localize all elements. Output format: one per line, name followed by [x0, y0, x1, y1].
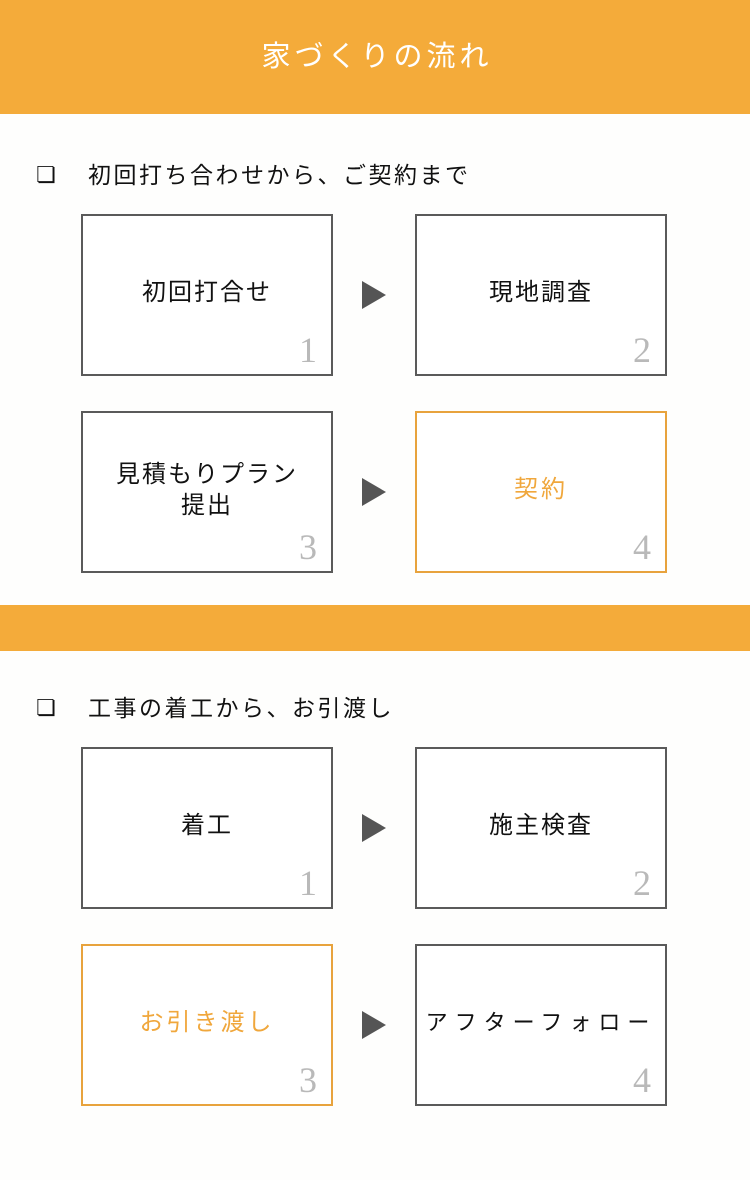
section-heading: ❏ 初回打ち合わせから、ご契約まで [0, 158, 750, 192]
flow-step-box-highlighted[interactable]: お引き渡し 3 [81, 944, 333, 1106]
flow-row: 初回打合せ 1 現地調査 2 [0, 214, 750, 376]
flow-step-label: お引き渡し [139, 1009, 275, 1037]
checkbox-icon: ❏ [36, 162, 56, 187]
flow-step-number: 1 [299, 329, 317, 370]
flow-step-label: 契約 [514, 476, 568, 504]
flow-step-number: 2 [633, 329, 651, 370]
section-heading: ❏ 工事の着工から、お引渡し [0, 691, 750, 725]
section-heading-label: 工事の着工から、お引渡し [88, 694, 394, 721]
flow-step-box-highlighted[interactable]: 契約 4 [415, 411, 667, 573]
flow-step-label: 現地調査 [489, 279, 593, 307]
flow-step-number: 3 [299, 1059, 317, 1100]
flow-row: 見積もりプラン 提出 3 契約 4 [0, 411, 750, 573]
flow-step-number: 3 [299, 526, 317, 567]
page-title: 家づくりの流れ [261, 40, 493, 73]
arrow-right-icon [333, 814, 415, 842]
flow-step-box[interactable]: 現地調査 2 [415, 214, 667, 376]
flow-step-box[interactable]: 着工 1 [81, 747, 333, 909]
flow-step-label: 見積もりプラン 提出 [116, 460, 298, 519]
arrow-right-icon [333, 1011, 415, 1039]
flow-row: 着工 1 施主検査 2 [0, 747, 750, 909]
flow-step-label: 初回打合せ [142, 279, 272, 307]
flow-step-label: 着工 [181, 812, 233, 840]
flow-row: お引き渡し 3 アフターフォロー 4 [0, 944, 750, 1106]
section-divider-band [0, 605, 750, 651]
arrow-right-icon [333, 478, 415, 506]
flow-step-label: 施主検査 [489, 812, 593, 840]
flow-step-box[interactable]: 見積もりプラン 提出 3 [81, 411, 333, 573]
flow-step-number: 2 [633, 862, 651, 903]
flow-step-box[interactable]: アフターフォロー 4 [415, 944, 667, 1106]
flow-step-number: 4 [633, 1059, 651, 1100]
flow-step-number: 4 [633, 526, 651, 567]
flow-step-box[interactable]: 初回打合せ 1 [81, 214, 333, 376]
flow-step-label: アフターフォロー [425, 1009, 657, 1035]
arrow-right-icon [333, 281, 415, 309]
section-heading-label: 初回打ち合わせから、ご契約まで [88, 161, 471, 188]
section-initial-meeting-to-contract: ❏ 初回打ち合わせから、ご契約まで 初回打合せ 1 現地調査 2 見積もりプラン… [0, 114, 750, 573]
flow-step-box[interactable]: 施主検査 2 [415, 747, 667, 909]
flow-step-number: 1 [299, 862, 317, 903]
section-construction-to-handover: ❏ 工事の着工から、お引渡し 着工 1 施主検査 2 お引き渡し 3 アフター [0, 651, 750, 1106]
page-header: 家づくりの流れ [0, 0, 750, 114]
checkbox-icon: ❏ [36, 695, 56, 720]
